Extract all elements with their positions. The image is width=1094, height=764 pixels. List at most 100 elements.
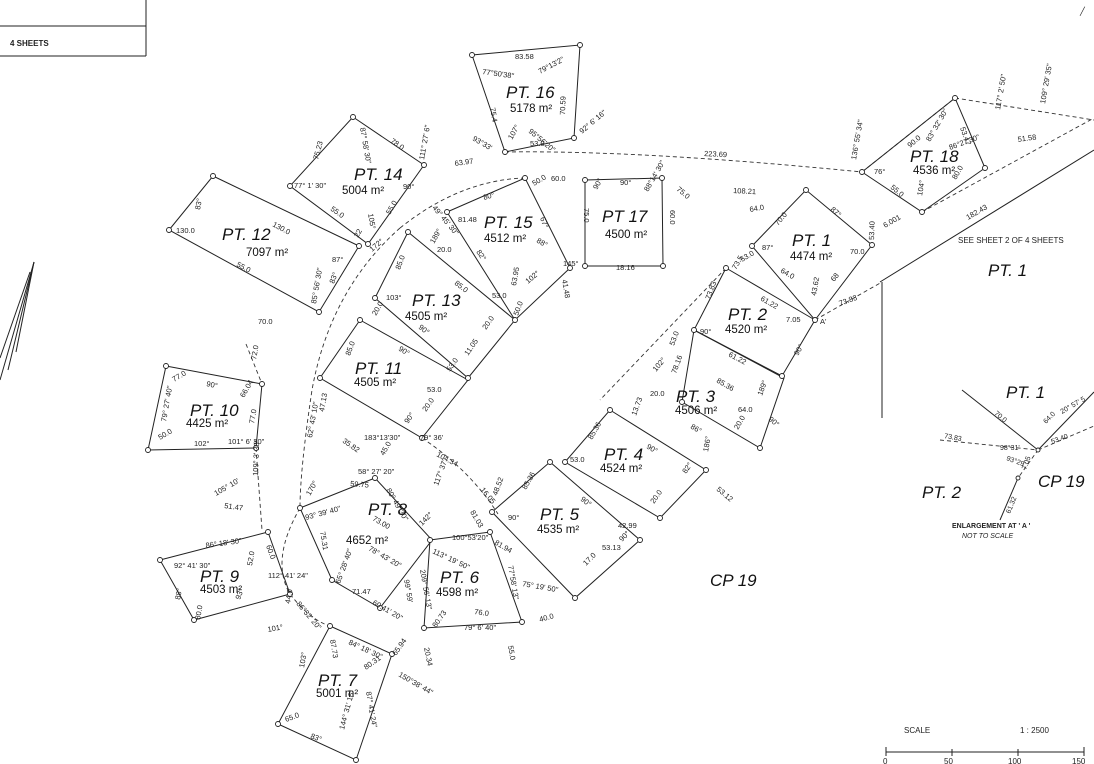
dimension-label: 55.0: [329, 204, 346, 220]
dimension-label: 109° 29' 35": [1038, 63, 1054, 105]
dimension-label: 85.36: [586, 420, 603, 441]
dimension-label: 47.13: [317, 392, 329, 412]
inset-dimension-label: 64.0: [1042, 411, 1057, 426]
left-edge-lines: [0, 261, 35, 381]
dimension-label: 93° 39' 40": [304, 504, 342, 522]
dimension-label: 79° 27' 40": [159, 385, 174, 423]
dimension-label: 102°: [524, 269, 542, 286]
dimension-label: 79° 6' 40": [464, 623, 496, 632]
lot-label-pt2: PT. 2: [728, 305, 768, 324]
dimension-label: 83°: [327, 271, 339, 285]
dimension-label: 83°: [193, 198, 204, 211]
dimension-label: 53.0: [444, 356, 460, 373]
dimension-label: 79°13'2": [537, 55, 566, 76]
boundary-nodes: [145, 42, 988, 763]
dimension-label: 111° 27' 6": [417, 124, 432, 161]
dimension-label: 64.0: [779, 266, 796, 281]
dimension-label: 53.0: [530, 139, 545, 148]
lot-area-pt7: 5001 m²: [316, 688, 358, 700]
scale-ratio: 1 : 2500: [1020, 726, 1049, 735]
lot-area-pt3: 4506 m²: [675, 405, 717, 417]
dimension-label: 70.0: [773, 210, 789, 227]
dimension-label: 65° 28' 40": [333, 547, 354, 584]
dimension-label: 55.0: [506, 645, 517, 661]
dimension-label: 101° 6' 30": [228, 437, 265, 446]
dimension-label: 70.0: [258, 317, 273, 326]
dimension-label: 103°: [386, 293, 402, 302]
inset-dimension-label: 7.05: [1021, 455, 1032, 470]
dimension-label: 92° 41' 30": [174, 561, 211, 570]
dimension-label: 53.0: [492, 291, 507, 300]
dimension-label: 87° 58' 30": [358, 127, 373, 165]
dimension-label: 102°: [194, 439, 210, 448]
sheet-label: 4 SHEETS: [10, 39, 49, 48]
dimension-label: 20.0: [370, 300, 385, 317]
dimension-label: 82°: [474, 248, 488, 262]
dimension-label: 90°: [402, 411, 416, 425]
lot-pt15-boundary: [446, 177, 571, 321]
dimension-label: 86°32' 20": [294, 600, 323, 632]
dimension-label: 20.0: [648, 488, 664, 505]
scale-tick-label: 150: [1072, 757, 1086, 764]
dimension-label: 102°: [651, 356, 668, 374]
inset-dimension-label: 70.0: [993, 410, 1008, 424]
lot-label-pt1: PT. 1: [792, 231, 831, 250]
dimension-label: 90°: [417, 322, 431, 336]
lot-area-pt15: 4512 m²: [484, 233, 526, 245]
title-block: 4 SHEETS: [0, 0, 147, 57]
lot-label-pt9: PT. 9: [200, 567, 240, 586]
dimension-label: 223.69: [704, 149, 727, 159]
dimension-label: 64.0: [749, 203, 765, 214]
dimension-label: 82°: [680, 461, 694, 475]
lot-area-pt4: 4524 m²: [600, 463, 642, 475]
dimension-label: 109° 3' 30": [251, 439, 261, 476]
dimension-label: 81.48: [458, 215, 477, 224]
dimension-label: 142°: [417, 510, 434, 527]
dimension-label: 58° 27' 20": [358, 467, 395, 476]
dimension-label: 78° 43' 20": [367, 544, 403, 570]
dimension-label: 130.0: [176, 226, 195, 235]
lot-label-pt13: PT. 13: [412, 291, 461, 310]
lot-labels: PT. 1 4474 m² PT. 2 4520 m² PT. 3 4506 m…: [186, 83, 959, 700]
dimension-label: 41.48: [560, 279, 572, 299]
dimension-label: 189°: [428, 227, 444, 245]
lot-label-pt14: PT. 14: [354, 165, 403, 184]
dimension-label: 18.16: [616, 263, 635, 272]
dimension-label: 60.0: [551, 174, 566, 183]
lot-area-pt9: 4503 m²: [200, 584, 242, 596]
dimension-label: 136° 55' 34": [849, 119, 865, 161]
dimension-label: 107°: [506, 123, 522, 141]
dimension-label: 70.0: [850, 247, 865, 256]
dimension-label: 172°: [368, 237, 386, 254]
lot-area-pt6: 4598 m²: [436, 587, 478, 599]
inset-dimension-label: 73.83: [944, 433, 963, 443]
dimension-label: 53.12: [715, 485, 735, 504]
dimension-label: 75° 19' 50": [522, 579, 560, 594]
dimension-label: 20.0: [650, 389, 665, 398]
east-lot-label: PT. 1: [988, 261, 1027, 280]
inset-dimension-label: 98°31': [1000, 444, 1020, 452]
dimension-label: 40.0: [538, 611, 554, 623]
dimension-label: 50.0: [157, 427, 174, 442]
corner-mark: ╱: [1079, 6, 1086, 16]
dimension-label: 183°13'30": [364, 433, 401, 442]
dimension-label: 80.0: [193, 604, 204, 620]
inner-road: [245, 177, 727, 627]
dimension-label: 72.0: [249, 344, 260, 360]
dimension-label: 20.0: [480, 314, 496, 331]
dimension-label: 81.94: [493, 538, 514, 555]
dimension-label: 65.94: [390, 637, 408, 658]
dimension-label: 60.0: [264, 544, 277, 561]
dimension-label: 45.0: [378, 440, 393, 457]
dimension-label: 90°: [579, 494, 593, 508]
dimension-label: 88°: [535, 236, 549, 249]
dimension-label: 170°: [304, 479, 320, 497]
dimension-label: 20.0: [437, 245, 452, 254]
lot-label-pt17: PT 17: [602, 207, 648, 226]
dimension-label: 52.0: [245, 550, 256, 566]
dimension-label: 90°: [591, 177, 604, 191]
dimension-label: 73.83: [838, 293, 859, 308]
lot-area-pt18: 4536 m²: [913, 165, 955, 177]
inset-dimension-label: 20° 57' 5: [1059, 395, 1087, 416]
